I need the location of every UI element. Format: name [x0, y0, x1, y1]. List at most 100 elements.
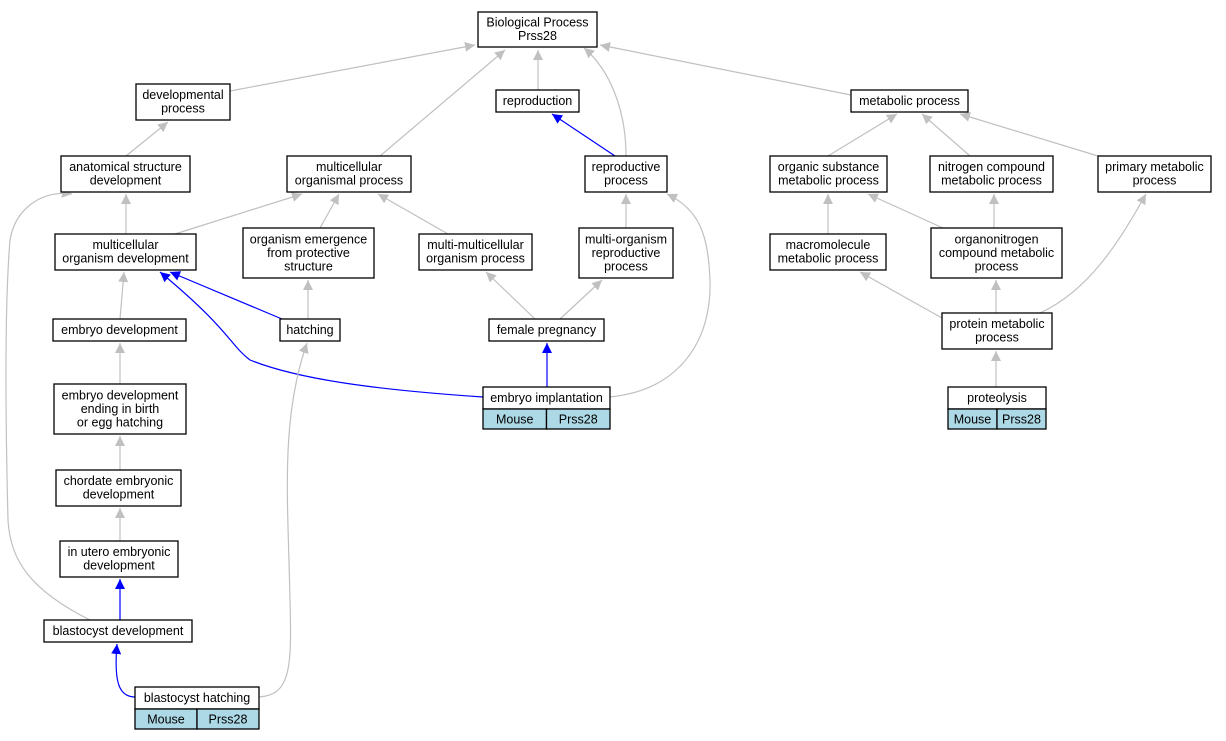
node-box — [43, 619, 193, 643]
node-label-line: from protective — [267, 246, 350, 260]
edge-bh-to-bd — [111, 643, 136, 698]
node-label-line: primary metabolic — [1105, 160, 1204, 174]
node-box — [1097, 155, 1212, 193]
node-label-line: organism process — [426, 252, 525, 266]
node-box — [929, 155, 1054, 193]
edge-ei-to-rp — [609, 193, 711, 398]
node-box — [60, 155, 191, 193]
edge-fp-to-mmop — [485, 271, 536, 320]
edge-metab-to-bp — [599, 42, 852, 96]
node-box — [930, 227, 1063, 279]
node-label-line: organismal process — [295, 174, 403, 188]
annotation-cell-box — [196, 708, 260, 730]
node-label-line: multi-multicellular — [427, 238, 524, 252]
node-label-line: organism emergence — [250, 232, 367, 246]
node-hatch[interactable]: hatching — [279, 318, 341, 342]
node-label-line: metabolic process — [778, 174, 879, 188]
annotation-cell-label: Mouse — [954, 413, 992, 427]
node-label-line: female pregnancy — [497, 323, 597, 337]
node-label-line: nitrogen compound — [938, 160, 1045, 174]
node-label-line: process — [161, 102, 205, 116]
node-label-line: metabolic process — [941, 174, 1042, 188]
node-box — [488, 318, 605, 342]
node-label-line: development — [83, 559, 155, 573]
node-label-line: metabolic process — [859, 94, 960, 108]
edge-asd-to-dev — [125, 121, 169, 157]
edge-mmop-to-mop — [377, 193, 449, 235]
node-label-line: blastocyst hatching — [144, 691, 250, 705]
edge-ed-to-mod — [118, 271, 129, 320]
node-box — [850, 89, 969, 113]
node-label-line: embryo development — [62, 388, 179, 402]
node-box — [495, 89, 580, 113]
node-label-line: in utero embryonic — [68, 545, 171, 559]
edge-ncmp-to-metab — [921, 113, 971, 157]
node-label-line: development — [83, 488, 155, 502]
node-label-line: organism development — [62, 252, 189, 266]
node-label-line: process — [1133, 174, 1177, 188]
node-label-line: developmental — [142, 88, 223, 102]
node-label-line: compound metabolic — [939, 246, 1054, 260]
node-label-line: ending in birth — [81, 402, 160, 416]
node-label-line: development — [90, 174, 162, 188]
node-label-line: reproductive — [592, 246, 661, 260]
node-box — [477, 11, 598, 48]
edge-protmp-to-pmp — [1039, 193, 1147, 314]
node-box — [59, 540, 179, 578]
edge-rp-to-repro — [551, 113, 616, 157]
node-fp[interactable]: female pregnancy — [488, 318, 605, 342]
node-label-line: embryo implantation — [490, 391, 603, 405]
edge-dev-to-bp — [229, 41, 476, 92]
node-box — [941, 312, 1053, 350]
node-label-line: reproduction — [503, 94, 573, 108]
edge-hatch-to-mod — [169, 271, 283, 320]
edge-oefps-to-mop — [319, 193, 340, 229]
node-box — [54, 233, 197, 271]
node-box — [286, 155, 412, 193]
node-ed[interactable]: embryo development — [52, 318, 187, 342]
node-label-line: process — [975, 331, 1019, 345]
annotation-cell-box — [996, 408, 1047, 430]
node-box — [55, 469, 182, 507]
node-repro[interactable]: reproduction — [495, 89, 580, 113]
node-box — [242, 227, 375, 279]
edge-bd-to-asd — [5, 187, 91, 621]
annotation-cell-label: Prss28 — [1002, 413, 1041, 427]
node-label-line: organonitrogen — [954, 232, 1038, 246]
annotation-cell: Prss28 — [996, 408, 1047, 430]
annotation-cell-label: Mouse — [496, 413, 534, 427]
node-metab[interactable]: metabolic process — [850, 89, 969, 113]
edge-fp-to-morp — [559, 279, 603, 320]
node-label-line: macromolecule — [786, 238, 871, 252]
node-label-line: chordate embryonic — [64, 474, 174, 488]
node-bd[interactable]: blastocyst development — [43, 619, 193, 643]
edge-protmp-to-mmp — [859, 271, 943, 319]
annotation-cell: Mouse — [947, 408, 998, 430]
node-box — [279, 318, 341, 342]
node-box — [418, 233, 533, 271]
node-label-line: embryo development — [61, 323, 178, 337]
annotation-cell-label: Prss28 — [209, 713, 248, 727]
